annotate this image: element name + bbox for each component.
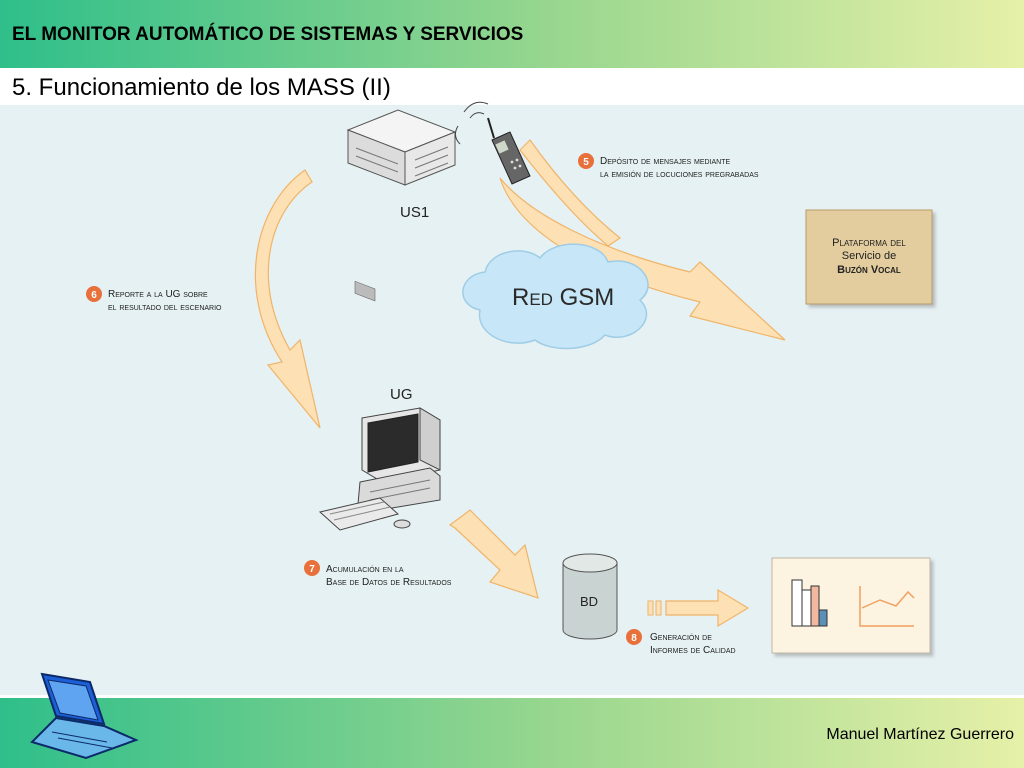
us1-server-icon <box>346 109 457 302</box>
step-7-number: 7 <box>309 564 315 575</box>
gsm-cloud-icon <box>462 243 649 350</box>
step-5-line1: Depósito de mensajes mediante <box>600 156 731 167</box>
gsm-label: Red GSM <box>512 284 614 311</box>
platform-label-line1: Plataforma del <box>832 237 906 249</box>
us1-label: US1 <box>400 204 429 221</box>
laptop-icon <box>30 672 139 760</box>
step-7-badge <box>304 560 320 576</box>
footer-bar: Manuel Martínez Guerrero <box>0 672 1024 768</box>
arrow-phone-to-platform <box>499 177 786 341</box>
step-6: 6 Reporte a la UG sobre el resultado del… <box>86 286 222 313</box>
arrow-phone-to-gsm-tail <box>519 139 622 247</box>
mobile-phone-icon <box>454 101 531 185</box>
header-bar: EL MONITOR AUTOMÁTICO DE SISTEMAS Y SERV… <box>0 0 1024 68</box>
slide-subtitle: 5. Funcionamiento de los MASS (II) <box>12 74 391 101</box>
step-8: 8 Generación de Informes de Calidad <box>626 629 736 656</box>
ug-computer-icon <box>318 407 441 531</box>
step-6-line2: el resultado del escenario <box>108 302 222 313</box>
step-5-number: 5 <box>583 157 589 168</box>
platform-label-line2: Servicio de <box>842 250 896 262</box>
step-7: 7 Acumulación en la Base de Datos de Res… <box>304 560 452 588</box>
platform-label-line3: Buzón Vocal <box>837 264 901 276</box>
step-5-badge <box>578 153 594 169</box>
step-7-line2: Base de Datos de Resultados <box>326 577 452 588</box>
line-chart-icon <box>859 586 915 627</box>
arrow-us1-to-ug <box>254 169 321 429</box>
ug-label: UG <box>390 386 413 403</box>
step-8-badge <box>626 629 642 645</box>
arrow-bd-to-reports <box>647 588 750 628</box>
arrow-ug-to-bd <box>448 509 539 599</box>
presentation-title: EL MONITOR AUTOMÁTICO DE SISTEMAS Y SERV… <box>12 24 524 45</box>
step-8-number: 8 <box>631 633 637 644</box>
voicemail-platform-box <box>805 209 933 305</box>
step-5-line2: la emisión de locuciones pregrabadas <box>600 169 759 180</box>
step-8-line1: Generación de <box>650 632 712 643</box>
database-cylinder-icon <box>562 553 618 640</box>
step-6-line1: Reporte a la UG sobre <box>108 289 208 300</box>
step-6-number: 6 <box>91 290 97 301</box>
step-6-badge <box>86 286 102 302</box>
step-5: 5 Depósito de mensajes mediante la emisi… <box>578 153 759 180</box>
bd-label: BD <box>580 594 598 609</box>
bar-chart-icon <box>791 579 828 627</box>
step-8-line2: Informes de Calidad <box>650 645 736 656</box>
step-7-line1: Acumulación en la <box>326 564 404 575</box>
author-name: Manuel Martínez Guerrero <box>826 726 1014 743</box>
